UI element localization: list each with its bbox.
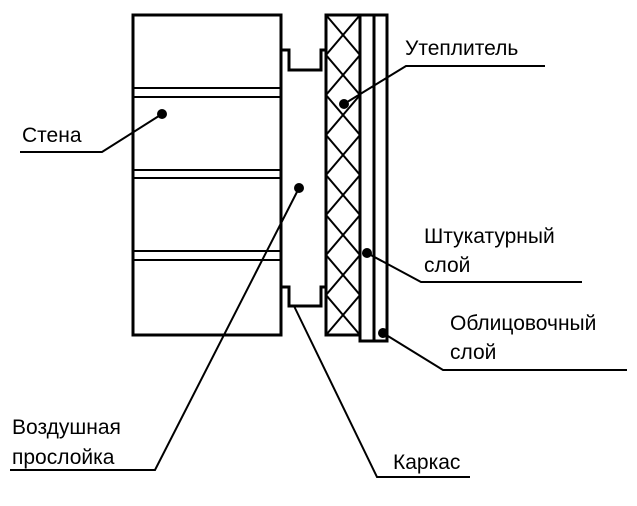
leader-lines — [10, 65, 627, 478]
wall-dot — [157, 109, 167, 119]
label-frame: Каркас — [393, 451, 460, 474]
frame-brackets — [281, 48, 326, 308]
plaster-dot — [362, 248, 372, 258]
insulation-dot — [339, 99, 349, 109]
label-air-gap-line1: Воздушная — [12, 416, 121, 439]
label-plaster-line2: слой — [424, 254, 470, 277]
label-facing-line1: Облицовочный — [450, 312, 596, 335]
label-facing-line2: слой — [450, 341, 496, 364]
facing-dot — [378, 328, 388, 338]
air-gap-dot — [294, 183, 304, 193]
pointer-dots — [157, 99, 388, 338]
label-air-gap-line2: прослойка — [12, 446, 115, 469]
insulation-layer — [324, 13, 362, 337]
facing-layer — [372, 13, 389, 343]
label-wall: Стена — [22, 124, 82, 147]
label-plaster-line1: Штукатурный — [424, 225, 555, 248]
label-insulation: Утеплитель — [405, 37, 518, 60]
wall-block — [131, 13, 283, 337]
plaster-layer — [358, 13, 376, 343]
